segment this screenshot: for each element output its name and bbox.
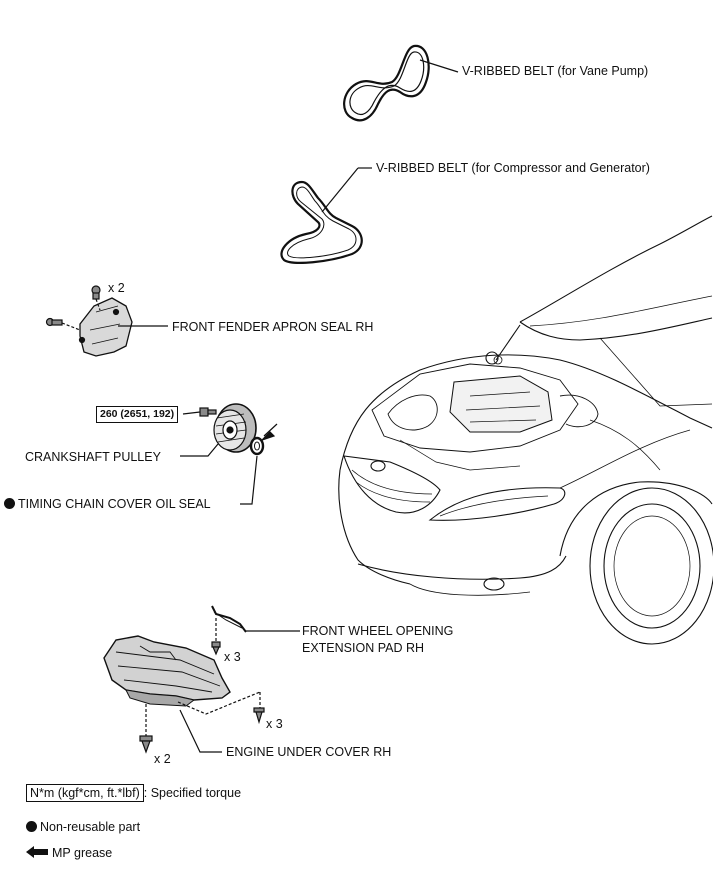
non-reusable-dot-icon — [4, 498, 15, 509]
fender-bolt — [91, 285, 101, 300]
legend-dot-icon — [26, 821, 37, 832]
pulley-bolt — [199, 407, 217, 417]
label-fender-apron-seal: FRONT FENDER APRON SEAL RH — [172, 320, 374, 334]
leader-cover — [179, 709, 222, 753]
qty-fender-bolts: x 2 — [108, 281, 125, 295]
label-belt-vane-pump: V-RIBBED BELT (for Vane Pump) — [462, 64, 649, 78]
wheel-opening-pad — [211, 605, 247, 633]
leader-oil-seal — [240, 455, 258, 505]
oil-seal-text: TIMING CHAIN COVER OIL SEAL — [18, 497, 211, 511]
fender-apron-seal — [78, 297, 133, 357]
label-engine-under-cover: ENGINE UNDER COVER RH — [226, 745, 392, 759]
legend-torque-units: N*m (kgf*cm, ft.*lbf) — [26, 784, 144, 802]
leader-belt-comp — [321, 167, 359, 213]
engine-under-cover — [103, 635, 231, 707]
label-belt-compressor-generator: V-RIBBED BELT (for Compressor and Genera… — [376, 161, 650, 175]
mp-grease-arrow-icon — [261, 431, 276, 441]
legend-non-reusable-text: Non-reusable part — [40, 820, 141, 834]
crankshaft-pulley — [213, 403, 257, 453]
label-crankshaft-pulley: CRANKSHAFT PULLEY — [25, 450, 161, 464]
qty-cover-bolts: x 2 — [154, 752, 171, 766]
legend-mp-grease: MP grease — [26, 846, 112, 860]
qty-cover-clips: x 3 — [266, 717, 283, 731]
label-timing-chain-oil-seal: TIMING CHAIN COVER OIL SEAL — [4, 497, 211, 511]
legend-non-reusable: Non-reusable part — [26, 820, 140, 834]
legend-mp-grease-text: MP grease — [52, 846, 113, 860]
belt-compressor-generator — [280, 180, 363, 264]
fender-clip — [45, 317, 63, 327]
label-wheel-pad-line1: FRONT WHEEL OPENING — [302, 624, 454, 638]
qty-pad-bolts: x 3 — [224, 650, 241, 664]
leader-pulley — [180, 443, 219, 457]
pad-bolt — [211, 641, 221, 656]
legend-grease-arrow-icon — [26, 846, 48, 858]
legend-torque-desc: : Specified torque — [143, 786, 242, 800]
torque-spec-box: 260 (2651, 192) — [96, 406, 179, 423]
belt-vane-pump — [343, 44, 430, 122]
vehicle-illustration — [338, 215, 713, 645]
cover-bolt — [139, 735, 153, 754]
cover-clip — [253, 707, 265, 725]
label-wheel-pad-line2: EXTENSION PAD RH — [302, 641, 425, 655]
oil-seal — [249, 436, 265, 456]
leader-belt-vane — [419, 59, 459, 73]
legend-torque: N*m (kgf*cm, ft.*lbf): Specified torque — [26, 784, 241, 802]
